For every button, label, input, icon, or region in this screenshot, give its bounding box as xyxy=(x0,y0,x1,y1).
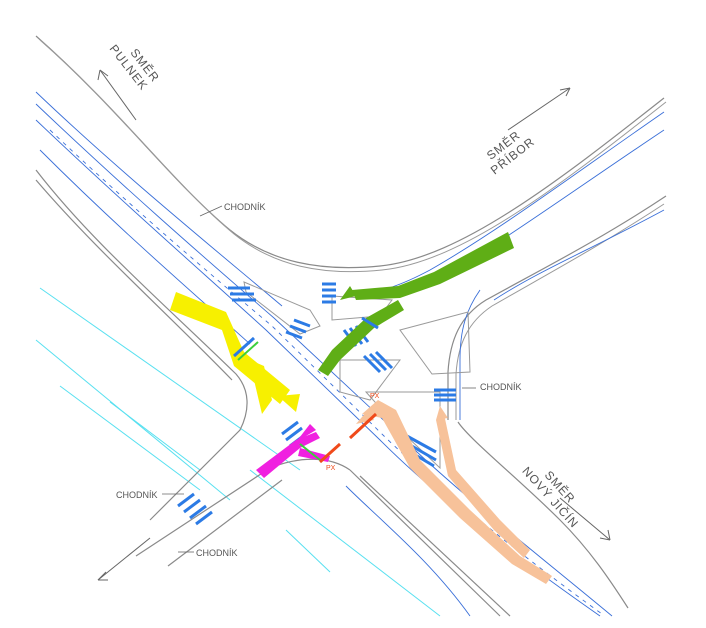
traffic-islands xyxy=(243,281,471,470)
signal-label-px-2: PX xyxy=(326,465,336,472)
direction-arrows xyxy=(97,69,611,581)
crossing-top-left xyxy=(228,286,256,302)
flow-magenta xyxy=(256,424,330,478)
crossing-right xyxy=(434,388,456,402)
direction-label-pulnek: SMĚR PULNEK xyxy=(107,42,164,93)
crossing-island-mid xyxy=(285,318,311,340)
label-leaders xyxy=(162,205,476,553)
sidewalk-label-right: CHODNÍK xyxy=(480,382,522,392)
sidewalk-label-top: CHODNÍK xyxy=(224,202,266,212)
signal-label-px-1: PX xyxy=(370,393,380,400)
crossing-bottom-left xyxy=(177,492,213,526)
stop-lines xyxy=(232,316,379,464)
crossing-top xyxy=(322,282,336,304)
flow-green xyxy=(318,232,514,376)
road-edges xyxy=(35,35,667,617)
cyan-reference-lines xyxy=(35,287,441,617)
crossing-center xyxy=(362,350,394,374)
flow-orange xyxy=(356,400,552,584)
flow-yellow xyxy=(170,292,300,414)
direction-label-pribor: SMĚR PŘÍBOR xyxy=(483,127,537,177)
sidewalk-label-bottom: CHODNÍK xyxy=(196,548,238,558)
sidewalk-label-left: CHODNÍK xyxy=(116,490,158,500)
